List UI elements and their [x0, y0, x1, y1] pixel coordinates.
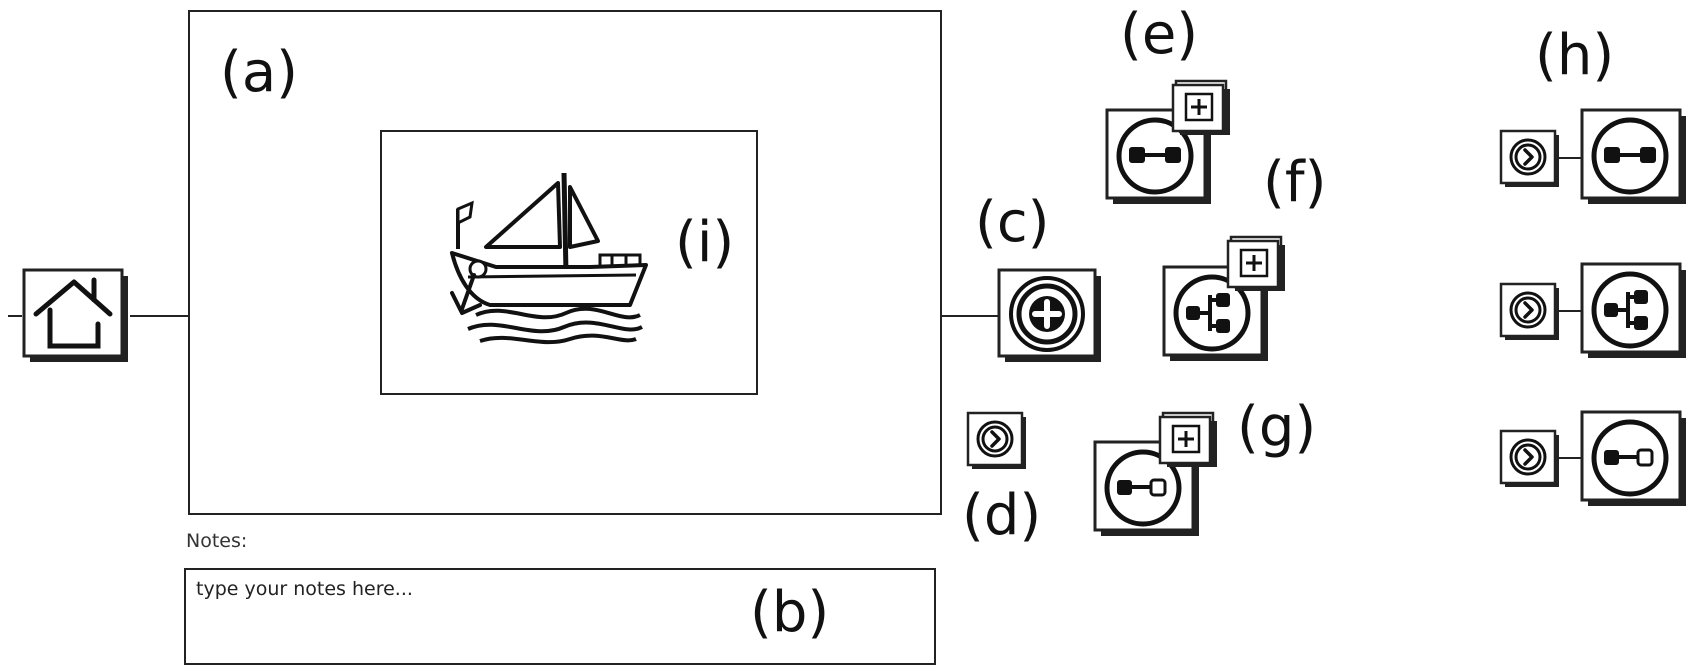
home-button[interactable] — [22, 268, 130, 364]
boat-icon — [440, 165, 660, 354]
plus-stack-icon — [1226, 235, 1285, 291]
add-circle-icon — [997, 268, 1101, 362]
notes-input[interactable] — [184, 568, 936, 665]
next-button[interactable] — [1499, 282, 1560, 341]
next-arrow-icon — [966, 411, 1026, 469]
notes-label: Notes: — [186, 530, 248, 552]
label-b: (b) — [750, 580, 830, 645]
image-frame — [380, 130, 758, 395]
plus-stack-icon — [1171, 79, 1230, 135]
label-i: (i) — [675, 210, 735, 275]
label-d: (d) — [962, 483, 1042, 548]
label-g: (g) — [1237, 395, 1317, 460]
connector-line — [1557, 310, 1581, 312]
add-button[interactable] — [997, 268, 1103, 364]
connector-line — [942, 315, 998, 317]
plus-stack-icon — [1158, 411, 1217, 467]
next-arrow-icon — [1499, 282, 1559, 340]
next-button[interactable] — [966, 411, 1027, 470]
branch-icon — [1580, 262, 1686, 358]
connector-line — [8, 315, 22, 317]
link-icon — [1580, 108, 1686, 204]
branch-button[interactable] — [1580, 262, 1688, 360]
next-arrow-icon — [1499, 429, 1559, 487]
next-arrow-icon — [1499, 129, 1559, 187]
add-to-stack-button[interactable] — [1170, 79, 1232, 136]
next-button[interactable] — [1499, 129, 1560, 188]
label-a: (a) — [220, 40, 299, 105]
connector-line — [1557, 157, 1581, 159]
label-f: (f) — [1263, 150, 1327, 215]
link-open-button[interactable] — [1580, 410, 1688, 508]
add-to-stack-button[interactable] — [1157, 411, 1219, 468]
label-e: (e) — [1120, 2, 1199, 67]
link-button[interactable] — [1580, 108, 1688, 206]
link-open-icon — [1580, 410, 1686, 506]
home-icon — [22, 268, 128, 362]
label-c: (c) — [975, 190, 1050, 255]
label-h: (h) — [1535, 23, 1615, 88]
next-button[interactable] — [1499, 429, 1560, 488]
connector-line — [130, 315, 188, 317]
add-to-stack-button[interactable] — [1225, 235, 1287, 292]
connector-line — [1557, 457, 1581, 459]
